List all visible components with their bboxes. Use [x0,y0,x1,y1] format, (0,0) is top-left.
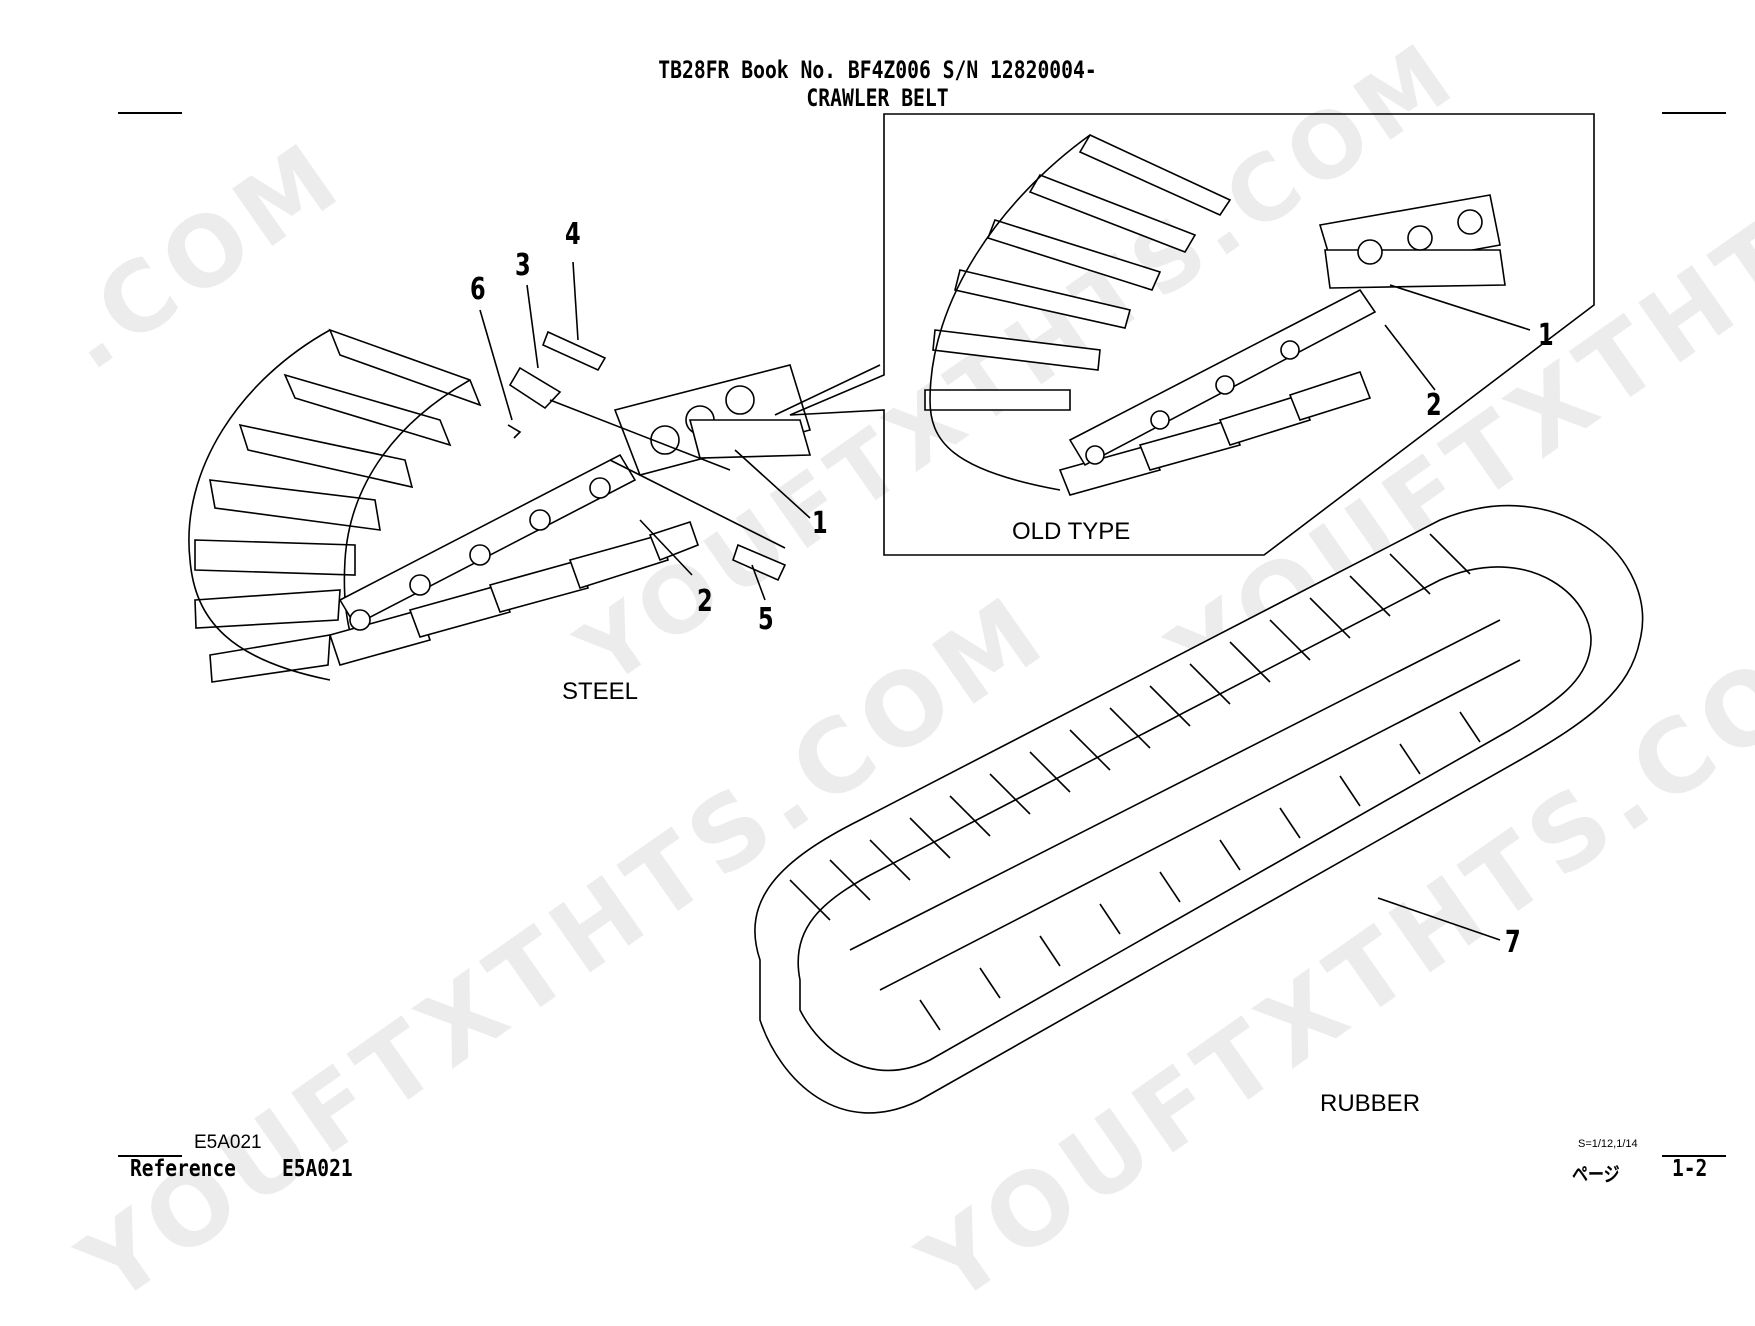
steel-track-illustration [188,261,881,683]
callout-4: 4 [565,217,581,252]
callout-1: 1 [812,506,828,541]
old-type-frame [789,113,1595,556]
old-type-track-illustration [924,133,1531,496]
old-type-callout-1: 1 [1538,318,1554,353]
callout-3: 3 [515,248,531,283]
caption-steel: STEEL [562,678,639,705]
footer-scale: S=1/12,1/14 [1578,1138,1638,1150]
header-title-line2: CRAWLER BELT [806,84,949,112]
footer-rule-right [1662,1155,1726,1157]
callout-6: 6 [470,272,486,307]
callout-7: 7 [1505,925,1521,960]
footer-code-small: E5A021 [194,1132,262,1153]
rubber-track-illustration [754,504,1644,1114]
footer-page-label: ページ [1572,1164,1620,1186]
header-title-line1: TB28FR Book No. BF4Z006 S/N 12820004- [658,56,1097,84]
header-rule-right [1662,112,1726,114]
header-rule-left [118,112,182,114]
rubber-track-lugs [789,533,1481,1031]
footer-reference-label: Reference [130,1156,236,1182]
crawler-belt-drawing [188,113,1644,1114]
footer-rule-left [118,1155,182,1157]
caption-rubber: RUBBER [1320,1090,1421,1117]
callout-2: 2 [697,584,713,619]
footer-page-number: 1-2 [1672,1156,1708,1182]
callout-5: 5 [758,602,774,637]
footer-reference-code: E5A021 [282,1156,353,1182]
old-type-callout-2: 2 [1426,388,1442,423]
caption-old-type: OLD TYPE [1012,518,1131,545]
